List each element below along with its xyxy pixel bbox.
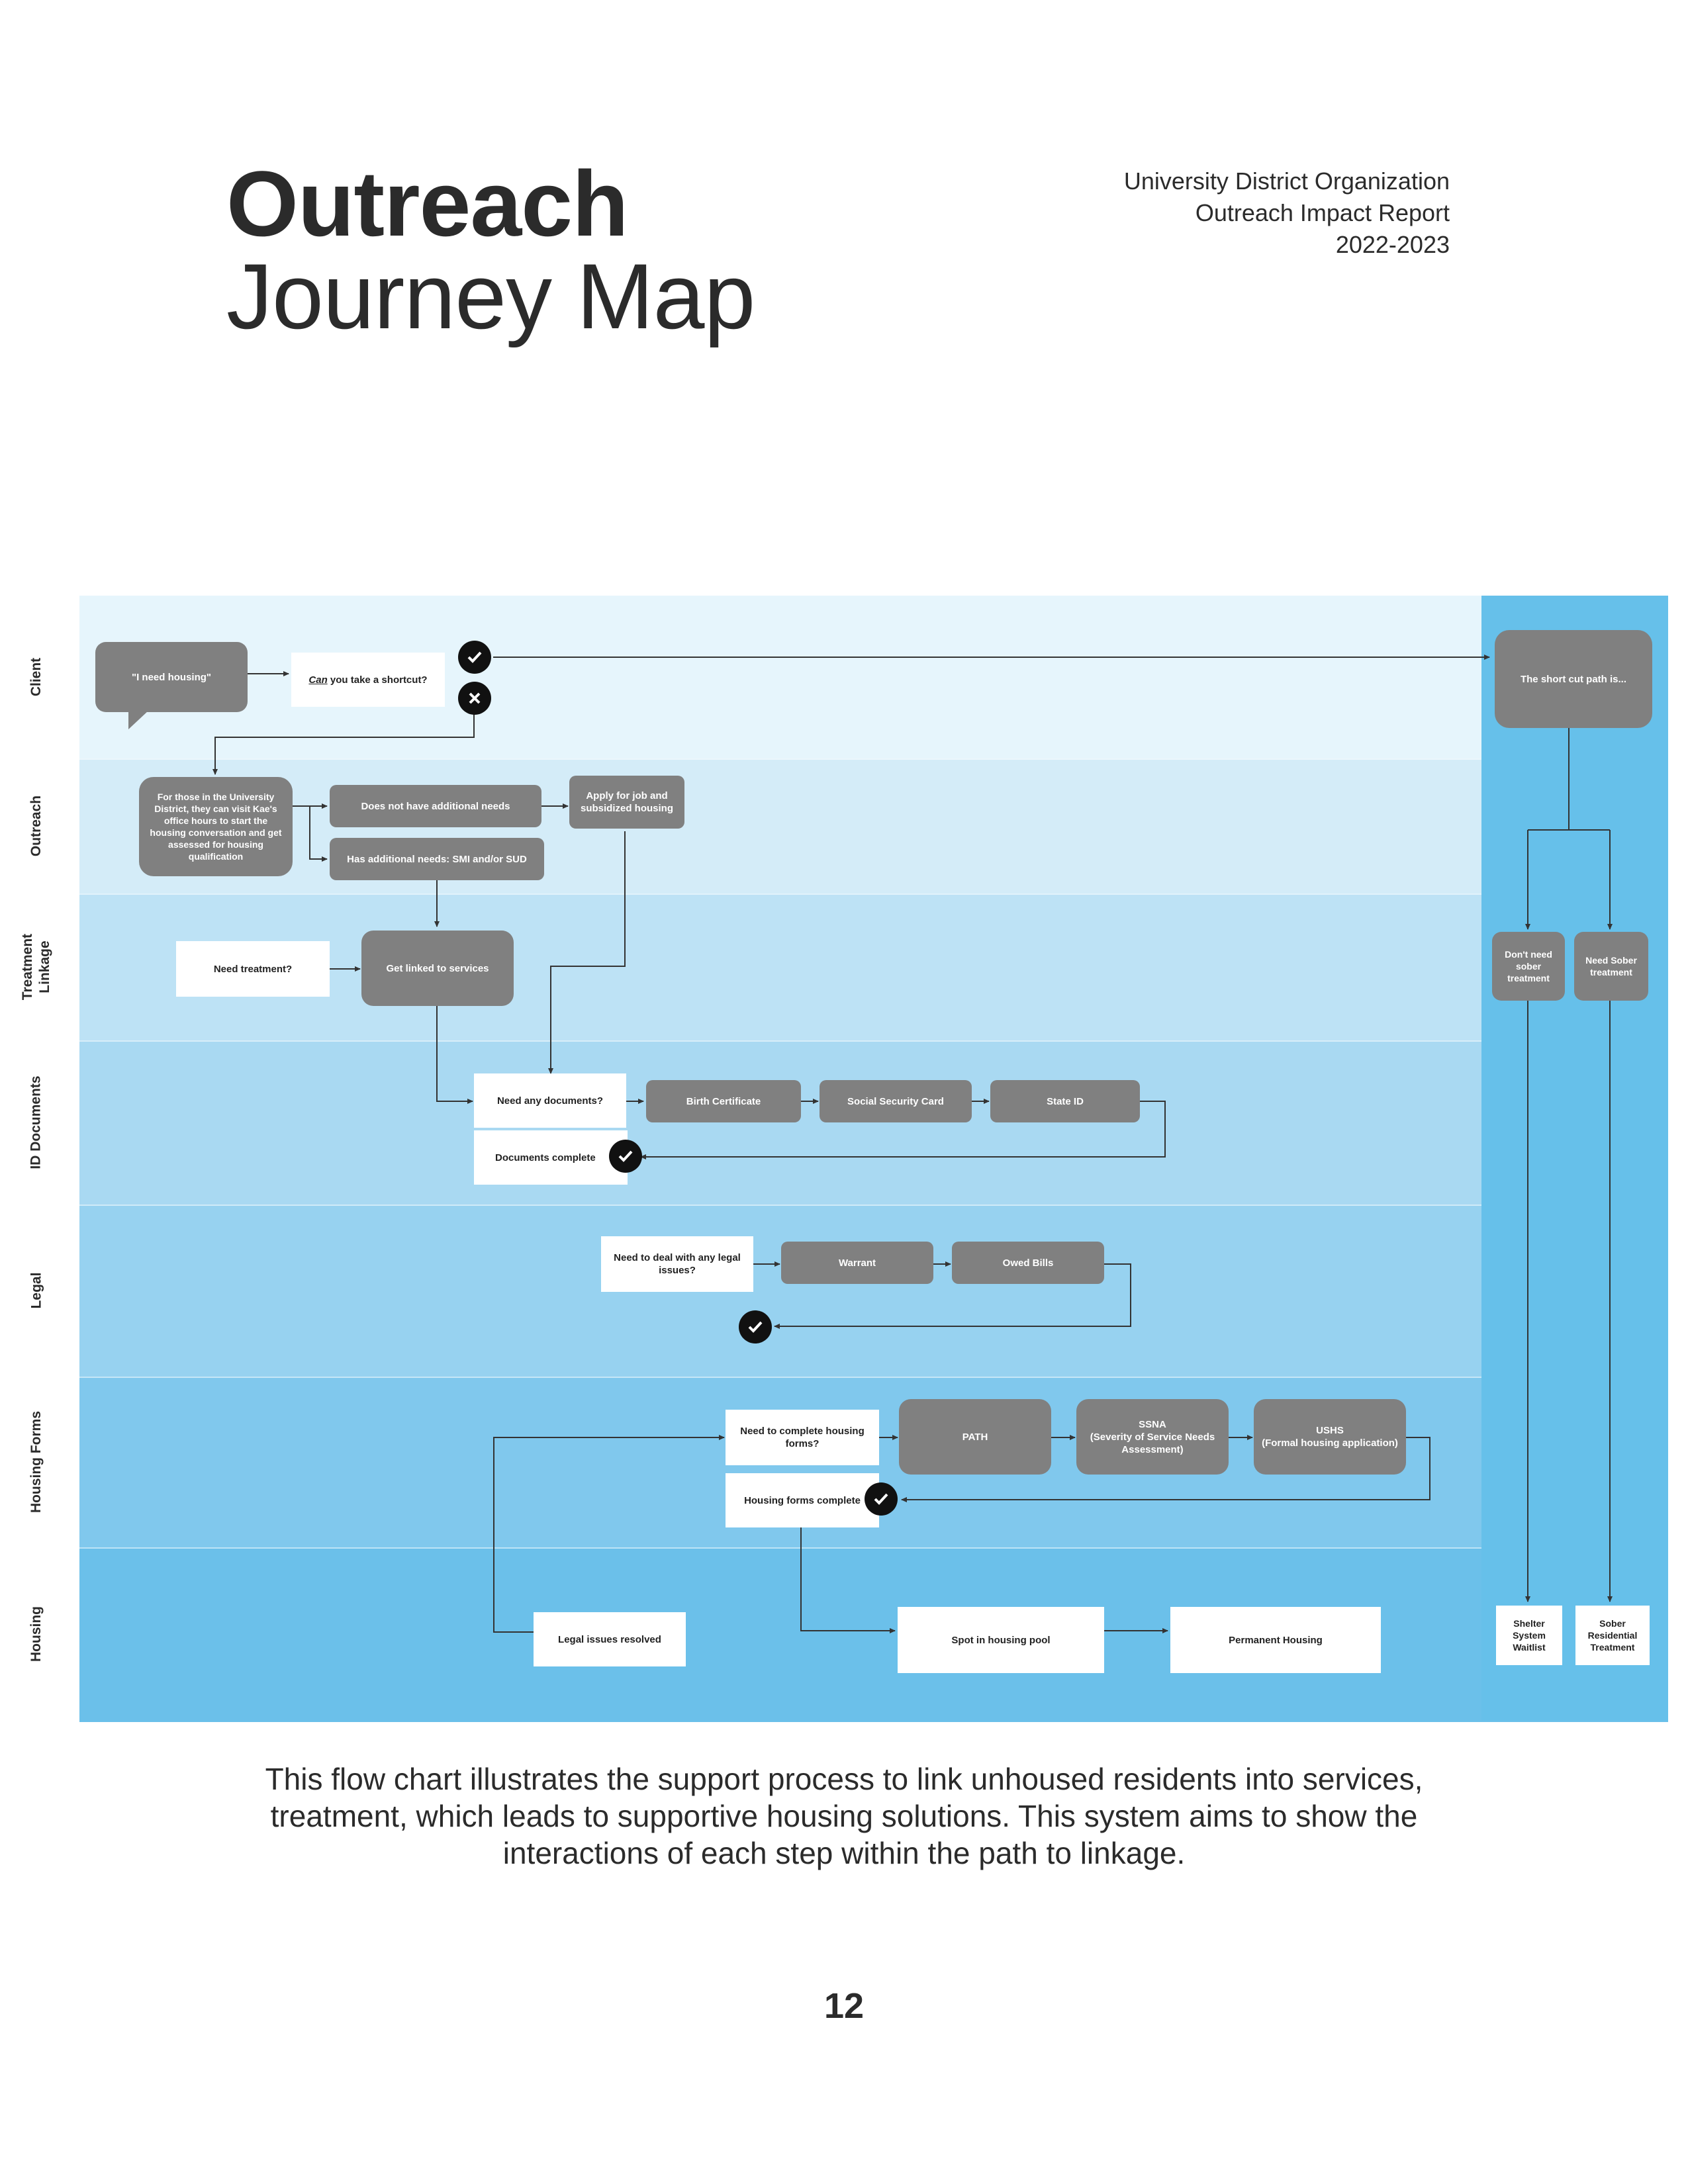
need-housing-forms-question: Need to complete housing forms?	[726, 1410, 879, 1465]
housing-pool-box: Spot in housing pool	[898, 1607, 1104, 1673]
x-mark-icon	[458, 682, 491, 715]
page-title-light: Journey Map	[226, 244, 755, 348]
no-additional-needs-box: Does not have additional needs	[330, 785, 541, 827]
shortcut-question: Can you take a shortcut?	[291, 653, 445, 707]
path-box: PATH	[899, 1399, 1051, 1475]
link-state-to-complete	[640, 1101, 1166, 1160]
social-security-card-box: Social Security Card	[820, 1080, 972, 1122]
lane-id-documents	[79, 1040, 1668, 1206]
apply-job-housing-box: Apply for job and subsidized housing	[569, 776, 684, 829]
need-treatment-question: Need treatment?	[176, 941, 330, 997]
connector-lines	[212, 655, 1613, 1633]
link-legal-resolved-to-forms	[493, 1435, 725, 1633]
link-complete-to-pool	[800, 1527, 896, 1633]
dont-need-sober-box: Don't need sober treatment	[1492, 932, 1565, 1001]
need-sober-box: Need Sober treatment	[1574, 932, 1648, 1001]
link-office-to-needs	[292, 805, 328, 862]
shelter-waitlist-box: Shelter System Waitlist	[1496, 1606, 1562, 1665]
ssna-box: SSNA (Severity of Service Needs Assessme…	[1076, 1399, 1229, 1475]
sober-residential-box: Sober Residential Treatment	[1575, 1606, 1650, 1665]
lane-housing	[79, 1547, 1668, 1722]
check-icon	[739, 1310, 772, 1343]
lane-treatment-linkage	[79, 893, 1668, 1042]
diagram-caption: This flow chart illustrates the support …	[265, 1762, 1423, 1870]
lane-label-housing: Housing	[28, 1606, 44, 1662]
link-shortcut-split	[1528, 717, 1610, 831]
link-apply-to-documents	[548, 831, 626, 1074]
shortcut-column	[1481, 596, 1668, 1721]
need-housing-bubble: "I need housing"	[95, 642, 248, 712]
get-linked-services-box: Get linked to services	[361, 931, 514, 1006]
has-additional-needs-box: Has additional needs: SMI and/or SUD	[330, 838, 544, 880]
need-documents-question: Need any documents?	[474, 1073, 626, 1128]
lane-label-legal: Legal	[28, 1272, 44, 1309]
housing-forms-complete-box: Housing forms complete	[726, 1473, 879, 1527]
link-shortcut-no	[212, 699, 475, 775]
link-ushs-to-complete	[901, 1437, 1430, 1502]
speech-bubble-tail	[128, 711, 148, 729]
lane-label-treatment-linkage: Treatment Linkage	[20, 933, 52, 1001]
ushs-box: USHS (Formal housing application)	[1254, 1399, 1406, 1475]
lane-label-housing-forms: Housing Forms	[28, 1410, 44, 1514]
office-hours-box: For those in the University District, th…	[139, 777, 293, 876]
check-icon	[458, 641, 491, 674]
legal-issues-resolved-box: Legal issues resolved	[534, 1612, 686, 1666]
warrant-box: Warrant	[781, 1242, 933, 1284]
link-bills-to-check	[774, 1263, 1131, 1329]
need-legal-question: Need to deal with any legal issues?	[601, 1236, 753, 1292]
permanent-housing-box: Permanent Housing	[1170, 1607, 1381, 1673]
report-header: University District Organization Outreac…	[1124, 165, 1450, 261]
link-linked-to-documents	[436, 1006, 473, 1104]
journey-map-diagram: Client Outreach Treatment Linkage ID Doc…	[20, 596, 1668, 1722]
owed-bills-box: Owed Bills	[952, 1242, 1104, 1284]
check-icon	[609, 1140, 642, 1173]
org-name: University District Organization	[1123, 167, 1450, 195]
state-id-box: State ID	[990, 1080, 1140, 1122]
report-name: Outreach Impact Report	[1195, 199, 1450, 226]
lane-legal	[79, 1205, 1668, 1378]
documents-complete-box: Documents complete	[474, 1130, 628, 1185]
check-icon	[865, 1482, 898, 1516]
lane-label-client: Client	[28, 657, 44, 697]
birth-certificate-box: Birth Certificate	[646, 1080, 801, 1122]
shortcut-path-box: The short cut path is...	[1495, 630, 1652, 728]
lane-label-id-documents: ID Documents	[28, 1075, 44, 1169]
lane-label-outreach: Outreach	[28, 795, 44, 857]
page-title-bold: Outreach	[226, 152, 629, 255]
report-year: 2022-2023	[1335, 231, 1450, 258]
page-number: 12	[823, 1986, 865, 2026]
